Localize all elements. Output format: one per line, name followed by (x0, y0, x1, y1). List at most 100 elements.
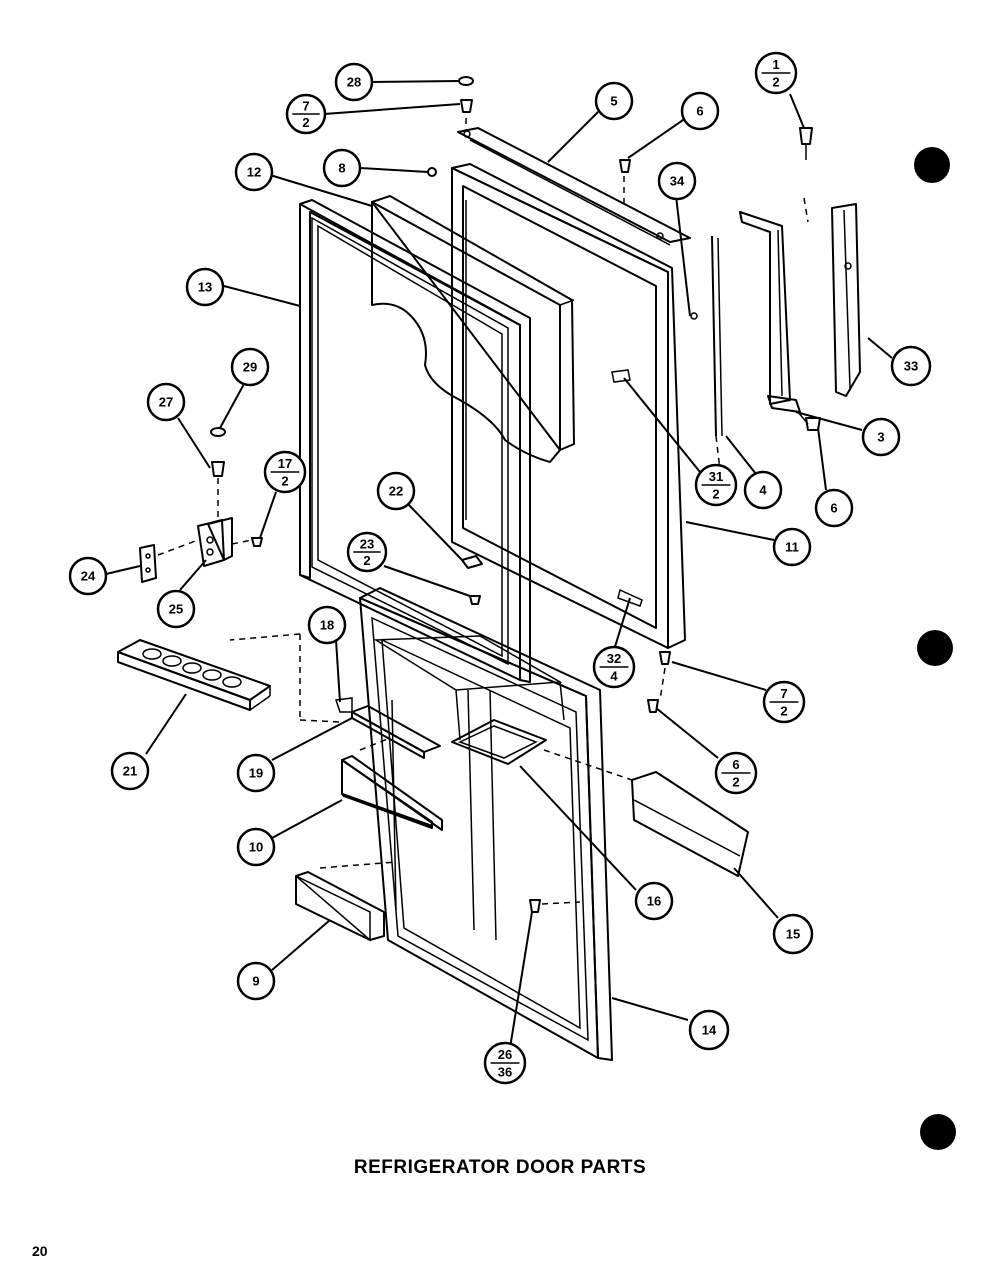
callout-number: 29 (243, 360, 257, 375)
part-22-23-clips (461, 555, 483, 605)
callout-9: 9 (236, 961, 276, 1001)
part-11-door-frame (451, 163, 686, 649)
callout-number: 2 (780, 704, 787, 719)
callout-circle (772, 527, 812, 567)
callout-circle (890, 345, 932, 387)
callout-number: 21 (123, 764, 137, 779)
callout-circle (236, 961, 276, 1001)
callout-number: 2 (302, 115, 309, 130)
part-14-inner-liner (359, 587, 613, 1061)
callout-number: 34 (670, 174, 685, 189)
callout-number: 16 (647, 894, 661, 909)
callout-circle (743, 470, 783, 510)
binder-hole-top (914, 147, 950, 183)
callout-3: 3 (861, 417, 901, 457)
callout-number: 2 (712, 487, 719, 502)
callout-number: 33 (904, 359, 918, 374)
callout-number: 13 (198, 280, 212, 295)
callout-number: 12 (247, 165, 261, 180)
callout-number: 24 (81, 569, 96, 584)
part-19-shelf-strip (334, 697, 441, 759)
part-13-gasket (299, 199, 531, 683)
callout-15: 15 (772, 913, 814, 955)
callout-circle (634, 881, 674, 921)
callout-32-4: 324 (592, 645, 636, 689)
callout-24: 24 (68, 556, 108, 596)
callout-7-2-top: 72 (285, 93, 327, 135)
callout-number: 2 (732, 775, 739, 790)
callout-number: 31 (709, 469, 723, 484)
callout-12: 12 (234, 152, 274, 192)
callout-14: 14 (688, 1009, 730, 1051)
binder-hole-bottom (920, 1114, 956, 1150)
callout-number: 26 (498, 1047, 512, 1062)
callout-5: 5 (594, 81, 634, 121)
diagram-caption: REFRIGERATOR DOOR PARTS (353, 1157, 647, 1178)
callout-number: 5 (610, 94, 617, 109)
part-10-door-bin (341, 737, 443, 831)
callout-circle (861, 417, 901, 457)
callout-circle (156, 589, 196, 629)
callout-number: 4 (759, 483, 767, 498)
callout-number: 2 (363, 553, 370, 568)
callout-number: 22 (389, 484, 403, 499)
callout-number: 6 (732, 757, 739, 772)
part-16-small-tray (451, 719, 547, 765)
callout-number: 6 (696, 104, 703, 119)
callout-circle (230, 347, 270, 387)
callout-22: 22 (376, 471, 416, 511)
callout-34: 34 (657, 161, 697, 201)
part-9-lower-bin (295, 861, 397, 942)
callout-6-top: 6 (680, 91, 720, 131)
callout-number: 11 (785, 540, 799, 555)
callout-7-2-bottom: 72 (762, 680, 806, 724)
callout-6-2: 62 (714, 751, 758, 795)
callout-number: 19 (249, 766, 263, 781)
part-12-insulation (371, 195, 575, 463)
callout-number: 18 (320, 618, 334, 633)
callout-number: 23 (360, 537, 374, 552)
binder-holes (914, 147, 956, 1150)
part-15-bottom-channel (543, 749, 749, 877)
callout-circle (110, 751, 150, 791)
leader-lines (105, 80, 893, 1049)
callout-number: 28 (347, 75, 361, 90)
callout-circle (68, 556, 108, 596)
callout-number: 2 (281, 474, 288, 489)
part-4-strip (690, 235, 723, 471)
binder-hole-middle (917, 630, 953, 666)
callout-circle (376, 471, 416, 511)
callout-number: 9 (252, 974, 259, 989)
callout-circle (772, 913, 814, 955)
callout-circle (185, 267, 225, 307)
fasteners-top (427, 76, 821, 431)
callout-circle (234, 152, 274, 192)
callout-16: 16 (634, 881, 674, 921)
part-33-bracket (831, 203, 861, 397)
part-3-hinge-channel (739, 197, 809, 413)
callout-number: 8 (338, 161, 345, 176)
callout-25: 25 (156, 589, 196, 629)
callout-19: 19 (236, 753, 276, 793)
callout-number: 25 (169, 602, 183, 617)
callout-8: 8 (322, 148, 362, 188)
callout-13: 13 (185, 267, 225, 307)
callout-circle (322, 148, 362, 188)
callout-23-2: 232 (346, 531, 388, 573)
callout-number: 7 (780, 686, 787, 701)
callout-6-right: 6 (814, 488, 854, 528)
callout-number: 15 (786, 927, 800, 942)
part-21-egg-tray (117, 633, 341, 723)
callout-circle (236, 827, 276, 867)
callout-number: 32 (607, 651, 621, 666)
callout-4: 4 (743, 470, 783, 510)
callout-27: 27 (146, 382, 186, 422)
fasteners-bottom-right (647, 651, 671, 713)
callout-circle (594, 81, 634, 121)
callout-circle (236, 753, 276, 793)
callout-18: 18 (307, 605, 347, 645)
callout-1-2: 12 (754, 51, 798, 95)
callout-number: 2 (772, 75, 779, 90)
callout-circle (814, 488, 854, 528)
